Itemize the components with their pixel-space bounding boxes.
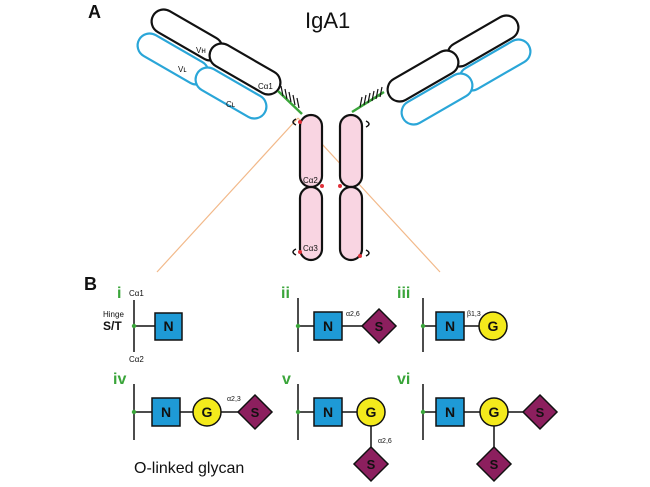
structure-v: v N G α2,6 S [282, 371, 392, 483]
ca3-label: Cα3 [303, 244, 318, 253]
structure-i: i Cα1 Hinge S/T Cα2 N [103, 285, 183, 364]
iii-sugar-g: G [488, 318, 499, 334]
iv-sugar-n: N [161, 404, 171, 420]
ca2-label: Cα2 [303, 176, 318, 185]
ca3-domain-right [338, 185, 364, 262]
vl-label: Vʟ [178, 65, 187, 74]
v-link-label: α2,6 [378, 438, 392, 445]
vh-label: Vʜ [196, 46, 206, 55]
guide-line-left [156, 117, 299, 273]
sialic-acid-icon [360, 307, 398, 345]
vi-sugar-n: N [445, 404, 455, 420]
panel-b-letter: B [84, 274, 97, 294]
numeral-vi: vi [397, 371, 410, 388]
i-bottom-label: Cα2 [129, 355, 144, 364]
numeral-iv: iv [113, 371, 126, 388]
i-top-label: Cα1 [129, 289, 144, 298]
iv-sugar-g: G [202, 404, 213, 420]
fab-arm-left: Vʜ Vʟ Cα1 Cʟ [136, 8, 282, 120]
galnac-icon [313, 397, 343, 427]
sialic-acid-icon [352, 445, 390, 483]
galactose-icon [479, 397, 509, 427]
galnac-icon [435, 397, 465, 427]
ca3-domain-left [298, 185, 324, 262]
structure-ii: ii N α2,6 S [281, 285, 398, 352]
galnac-icon [151, 397, 181, 427]
v-sugar-s: S [367, 457, 376, 472]
iv-link-label: α2,3 [227, 396, 241, 403]
galnac-icon [313, 311, 343, 341]
v-sugar-n: N [323, 404, 333, 420]
galnac-icon [154, 312, 183, 341]
vi-sugar-s-2: S [490, 457, 499, 472]
hinge-right [351, 86, 385, 114]
v-sugar-g: G [366, 404, 377, 420]
galnac-icon [435, 311, 465, 341]
iii-link-label: β1,3 [467, 311, 481, 318]
vi-sugar-s-1: S [536, 405, 545, 420]
cl-domain-right [400, 72, 474, 126]
diagram-title: IgA1 [305, 8, 350, 33]
structure-vi: vi N G S S [397, 371, 559, 483]
galactose-icon [192, 397, 222, 427]
structure-iv: iv N G α2,3 S [113, 371, 274, 440]
ii-link-label: α2,6 [346, 311, 360, 318]
galactose-icon [356, 397, 386, 427]
structure-iii: iii N β1,3 G [397, 285, 508, 352]
i-hinge-label: Hinge [103, 310, 124, 319]
iii-sugar-n: N [445, 318, 455, 334]
i-st-label: S/T [103, 319, 122, 333]
panel-a-letter: A [88, 2, 101, 22]
fc-region: Cα2 Cα3 [292, 113, 370, 262]
ca1-label: Cα1 [258, 82, 273, 91]
galactose-icon [478, 311, 508, 341]
ii-sugar-n: N [323, 318, 333, 334]
i-sugar-n: N [163, 318, 173, 334]
ca2-domain-right [338, 113, 364, 189]
fab-arm-right [386, 14, 532, 126]
cl-label: Cʟ [226, 100, 235, 109]
vi-sugar-g: G [489, 404, 500, 420]
ii-sugar-s: S [375, 319, 384, 334]
numeral-ii: ii [281, 285, 290, 302]
ca1-domain-right [386, 49, 460, 103]
sialic-acid-icon [236, 393, 274, 431]
sialic-acid-icon [475, 445, 513, 483]
sialic-acid-icon [521, 393, 559, 431]
o-linked-glycan-caption: O-linked glycan [134, 460, 244, 477]
numeral-iii: iii [397, 285, 410, 302]
numeral-v: v [282, 371, 291, 388]
hinge-left [277, 85, 303, 115]
cl-domain-left [194, 66, 268, 120]
ca1-domain-left [208, 42, 282, 96]
numeral-i: i [117, 285, 121, 302]
iv-sugar-s: S [251, 405, 260, 420]
